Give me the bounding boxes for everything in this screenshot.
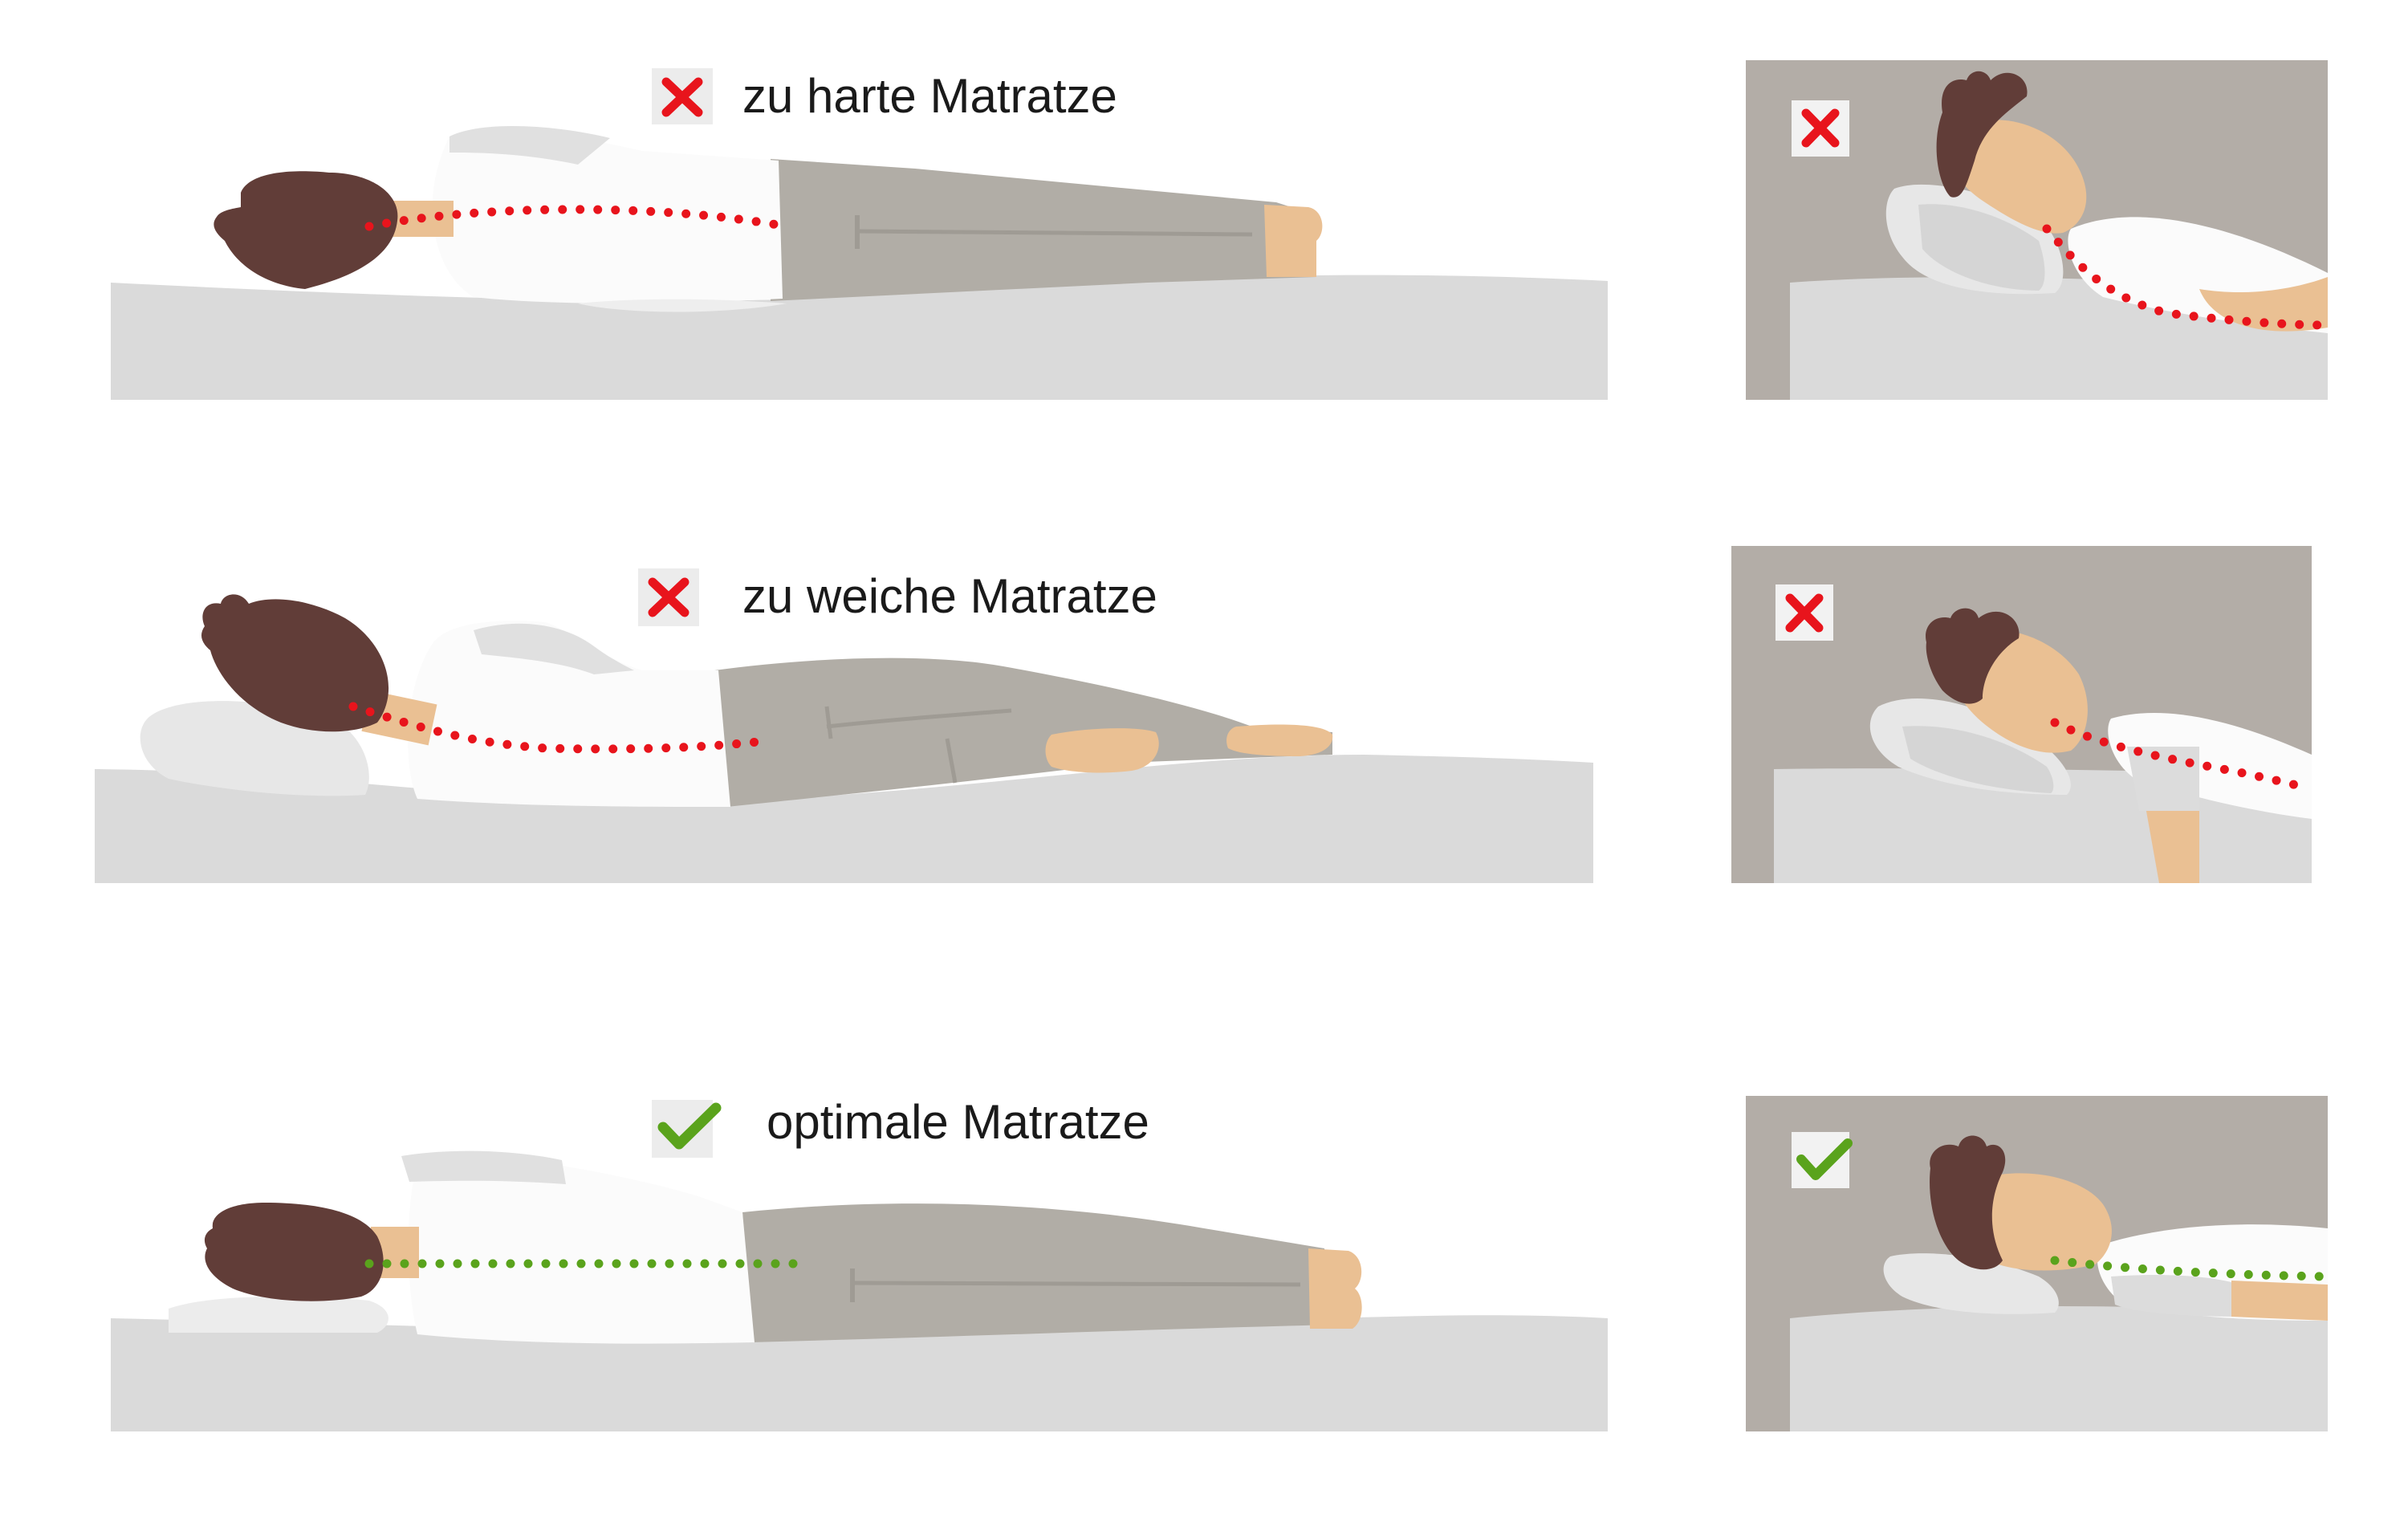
check-icon xyxy=(657,1102,722,1150)
feet xyxy=(1045,728,1159,773)
side-view-optimal xyxy=(111,1150,1608,1431)
check-icon xyxy=(1796,1138,1853,1180)
side-view-soft xyxy=(95,594,1593,883)
hair xyxy=(201,594,389,732)
row-label-optimal: optimale Matratze xyxy=(767,1095,1149,1149)
spine-line xyxy=(348,702,775,754)
hair xyxy=(1930,1135,2006,1270)
spine-line xyxy=(364,205,791,231)
spine-line xyxy=(2050,718,2308,792)
trousers xyxy=(771,159,1316,301)
label-group-hard: zu harte Matratze xyxy=(652,68,1117,124)
cross-icon xyxy=(661,77,703,117)
hair xyxy=(1936,71,2028,197)
row-label-soft: zu weiche Matratze xyxy=(742,569,1157,623)
row-hard-mattress: zu harte Matratze xyxy=(111,60,2333,400)
feet xyxy=(1308,1248,1362,1329)
pillow xyxy=(169,1296,388,1333)
cross-icon xyxy=(648,577,689,617)
hair xyxy=(214,171,398,289)
row-label-hard: zu harte Matratze xyxy=(742,69,1117,123)
feet xyxy=(1226,724,1333,756)
arm xyxy=(2231,1281,2328,1321)
row-optimal-mattress: optimale Matratze xyxy=(111,1095,2333,1431)
mattress xyxy=(95,755,1593,883)
front-view-optimal xyxy=(1746,1096,2333,1431)
cross-icon xyxy=(1785,593,1824,633)
spine-line xyxy=(2050,1256,2333,1281)
feet xyxy=(1264,205,1323,277)
pillow xyxy=(1883,1253,2059,1314)
hair xyxy=(204,1203,384,1301)
trousers xyxy=(714,658,1332,807)
row-soft-mattress: zu weiche Matratze xyxy=(95,546,2312,883)
label-group-optimal: optimale Matratze xyxy=(652,1095,1149,1158)
mattress xyxy=(111,1315,1608,1431)
front-view-hard xyxy=(1746,60,2333,400)
shirt xyxy=(408,621,730,807)
shirt xyxy=(408,1156,755,1344)
cross-icon xyxy=(1801,108,1840,148)
label-group-soft: zu weiche Matratze xyxy=(638,568,1157,626)
shirt xyxy=(432,129,783,303)
hair xyxy=(1926,608,2020,704)
trousers xyxy=(742,1203,1336,1342)
side-view-hard xyxy=(111,126,1608,400)
mattress xyxy=(111,275,1608,400)
front-view-soft xyxy=(1731,546,2312,883)
face xyxy=(1948,120,2087,234)
mattress xyxy=(1790,1306,2328,1431)
face xyxy=(1964,1173,2112,1271)
sleeve xyxy=(2111,1275,2239,1317)
sleeve xyxy=(2127,747,2199,811)
